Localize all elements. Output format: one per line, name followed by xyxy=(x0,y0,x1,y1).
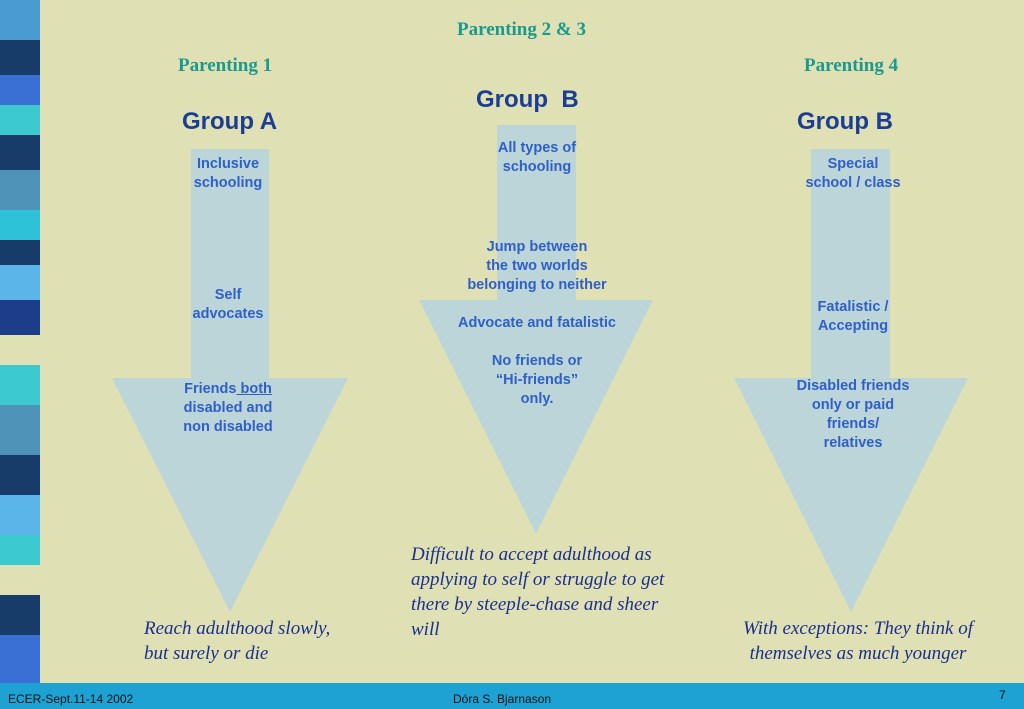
group-b-right-note: With exceptions: They think of themselve… xyxy=(718,616,998,666)
text-line: Difficult to accept adulthood as xyxy=(411,544,652,565)
text-line: schooling xyxy=(502,159,572,175)
arrow-group-a xyxy=(112,149,348,612)
arrow-group-b-center xyxy=(419,125,653,534)
text-line: Reach adulthood slowly, xyxy=(144,618,331,639)
strip-segment xyxy=(0,170,40,210)
group-b-center-friends-text: No friends or “Hi-friends” only. xyxy=(437,352,637,409)
text-line: Special xyxy=(827,156,879,172)
text-line: but surely or die xyxy=(144,643,269,664)
footer-bar: ECER-Sept.11-14 2002 Dóra S. Bjarnason 7 xyxy=(0,683,1024,709)
text-line: only. xyxy=(520,391,554,407)
strip-segment xyxy=(0,105,40,135)
group-b-center-schooling-text: All types of schooling xyxy=(437,139,637,177)
strip-segment xyxy=(0,40,40,75)
text-line: “Hi-friends” xyxy=(495,372,579,388)
strip-segment xyxy=(0,405,40,455)
group-b-right-attitude-text: Fatalistic / Accepting xyxy=(773,298,933,336)
text-line: friends/ xyxy=(826,416,880,432)
text-line: relatives xyxy=(823,435,883,451)
strip-segment xyxy=(0,135,40,170)
group-b-right-friends-text: Disabled friends only or paid friends/ r… xyxy=(763,377,943,453)
group-b-center-attitude-text: Advocate and fatalistic xyxy=(417,314,657,333)
strip-segment xyxy=(0,565,40,595)
text-line: Disabled friends xyxy=(796,378,910,394)
text-line: schooling xyxy=(193,175,263,191)
arrow-shapes xyxy=(112,125,968,612)
group-b-center-title: Group B xyxy=(476,86,579,113)
footer-conference: ECER-Sept.11-14 2002 xyxy=(8,692,134,706)
strip-segment xyxy=(0,210,40,240)
strip-segment xyxy=(0,75,40,105)
strip-segment xyxy=(0,495,40,535)
group-b-center-worlds-text: Jump between the two worlds belonging to… xyxy=(417,238,657,295)
text-line: Accepting xyxy=(817,318,889,334)
group-b-center-note: Difficult to accept adulthood as applyin… xyxy=(411,542,711,642)
text-line: Jump between xyxy=(486,239,588,255)
text-line: Inclusive xyxy=(196,156,260,172)
footer-author: Dóra S. Bjarnason xyxy=(453,692,552,706)
strip-segment xyxy=(0,455,40,495)
parenting-4-label: Parenting 4 xyxy=(804,55,899,76)
arrow-group-b-right xyxy=(734,149,968,612)
text-line: the two worlds xyxy=(486,258,588,274)
text-line: With exceptions: They think of xyxy=(742,618,974,639)
text-line: All types of xyxy=(497,140,577,156)
text-line: will xyxy=(411,619,440,640)
text-segment: Friends xyxy=(184,381,237,397)
strip-segment xyxy=(0,0,40,40)
text-line: Fatalistic / xyxy=(817,299,889,315)
text-line: non disabled xyxy=(183,419,273,435)
text-line: Friends both xyxy=(150,380,306,399)
text-line: Advocate and fatalistic xyxy=(458,315,616,331)
text-line: disabled and xyxy=(183,400,273,416)
strip-segment xyxy=(0,535,40,565)
text-line: there by steeple-chase and sheer xyxy=(411,594,659,615)
underlined-text: both xyxy=(236,381,272,397)
group-a-note: Reach adulthood slowly, but surely or di… xyxy=(144,616,384,666)
text-line: No friends or xyxy=(491,353,583,369)
parenting-2-3-label: Parenting 2 & 3 xyxy=(457,19,586,40)
text-line: school / class xyxy=(805,175,901,191)
footer-page-number: 7 xyxy=(999,688,1006,702)
strip-segment xyxy=(0,635,40,683)
group-b-right-title: Group B xyxy=(797,108,893,135)
parenting-1-label: Parenting 1 xyxy=(178,55,273,76)
strip-segment xyxy=(0,265,40,300)
decorative-left-strip xyxy=(0,0,40,683)
strip-segment xyxy=(0,240,40,265)
text-line: themselves as much younger xyxy=(749,643,967,664)
strip-segment xyxy=(0,300,40,335)
group-b-right-schooling-text: Special school / class xyxy=(773,155,933,193)
group-a-title: Group A xyxy=(182,108,278,135)
strip-segment xyxy=(0,595,40,635)
group-a-friends-text: Friends both disabled and non disabled xyxy=(150,380,306,437)
group-a-advocacy-text: Self advocates xyxy=(150,286,306,324)
strip-segment xyxy=(0,335,40,365)
text-line: belonging to neither xyxy=(467,277,607,293)
text-line: advocates xyxy=(192,306,264,322)
strip-segment xyxy=(0,365,40,405)
text-line: only or paid xyxy=(811,397,895,413)
group-a-schooling-text: Inclusive schooling xyxy=(150,155,306,193)
text-line: applying to self or struggle to get xyxy=(411,569,665,590)
text-line: Self xyxy=(214,287,242,303)
